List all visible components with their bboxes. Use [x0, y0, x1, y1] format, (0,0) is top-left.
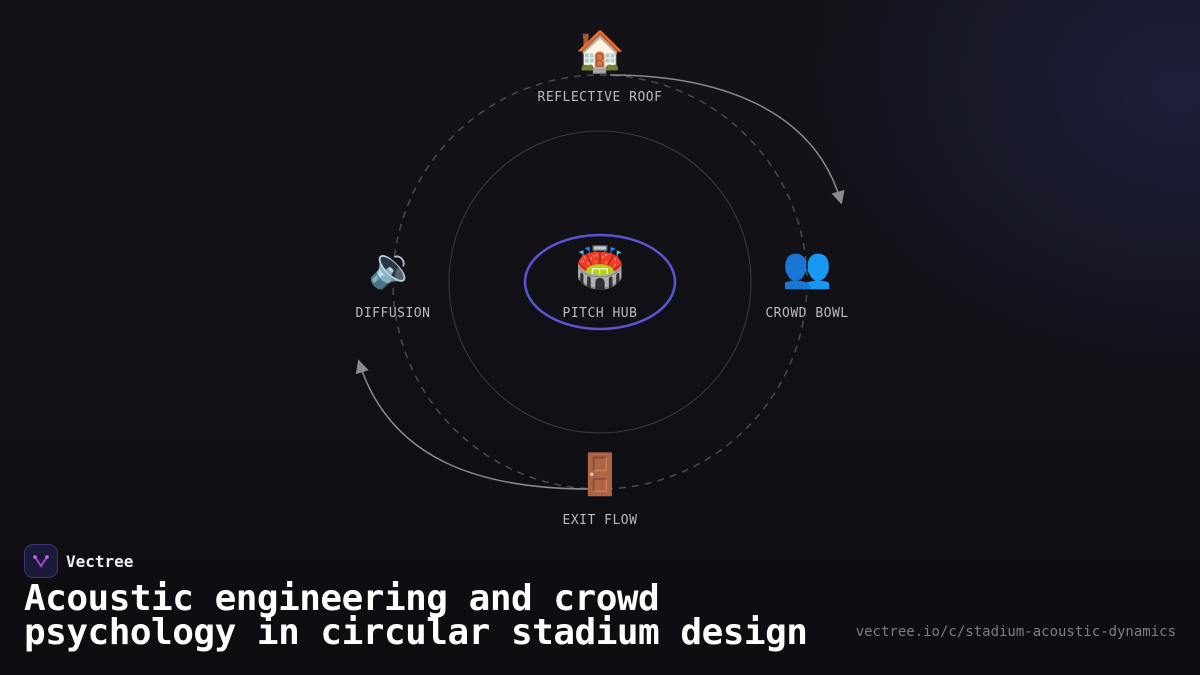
pitch-hub-ring: [523, 233, 677, 331]
node-label-diffusion: DIFFUSION: [355, 306, 431, 321]
node-crowd-bowl: 👥 CROWD BOWL: [727, 244, 887, 321]
node-reflective-roof: 🏠 REFLECTIVE ROOF: [520, 28, 680, 105]
page-title: Acoustic engineering and crowd psycholog…: [24, 578, 808, 653]
node-exit-flow: 🚪 EXIT FLOW: [520, 451, 680, 528]
flow-arrow-roof-to-crowd: [609, 74, 845, 205]
door-icon: 🚪: [575, 452, 625, 498]
node-label-reflective-roof: REFLECTIVE ROOF: [537, 90, 663, 105]
house-icon: 🏠: [575, 29, 625, 75]
stadium-icon: 🏟️: [575, 245, 625, 291]
people-icon: 👥: [782, 245, 832, 291]
vectree-logo-icon: [24, 544, 58, 578]
speaker-icon: 🔉: [368, 245, 418, 291]
inner-orbit-ring: [448, 130, 752, 434]
node-label-pitch-hub: PITCH HUB: [562, 306, 638, 321]
node-label-crowd-bowl: CROWD BOWL: [765, 306, 849, 321]
node-diffusion: 🔉 DIFFUSION: [313, 244, 473, 321]
source-url: vectree.io/c/stadium-acoustic-dynamics: [855, 624, 1176, 640]
brand-name: Vectree: [66, 551, 134, 571]
node-label-exit-flow: EXIT FLOW: [562, 513, 638, 528]
node-pitch-hub: 🏟️ PITCH HUB: [520, 244, 680, 321]
outer-orbit-ring: [392, 74, 808, 490]
brand: Vectree: [24, 544, 133, 578]
flow-arrow-exit-to-diffusion: [355, 359, 591, 490]
